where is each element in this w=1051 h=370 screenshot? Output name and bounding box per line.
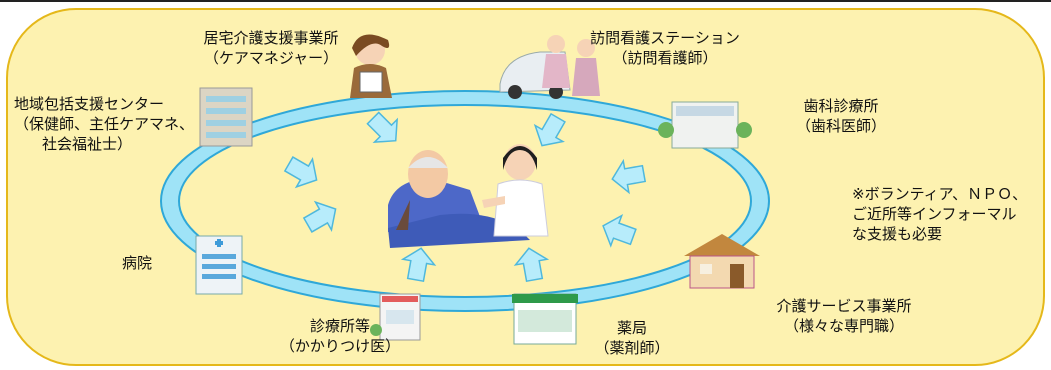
arrow-top-right <box>533 112 566 147</box>
arrow-top-left <box>366 111 399 144</box>
dental-clinic-label: 歯科診療所 （歯科医師） <box>786 96 896 136</box>
home-nursing-label: 訪問看護ステーション （訪問看護師） <box>580 28 750 68</box>
hospital-icon <box>195 235 243 295</box>
community-center-name: 地域包括支援センター <box>14 95 165 113</box>
care-manager-office-name: 居宅介護支援事業所 <box>203 29 339 47</box>
pharmacy-name: 薬局 <box>616 319 647 337</box>
arrow-bottom-left <box>400 247 437 283</box>
house-icon <box>684 234 760 289</box>
hospital-label: 病院 <box>122 253 152 273</box>
community-center-role-2: 社会福祉士） <box>42 135 133 153</box>
care-manager-office-label: 居宅介護支援事業所 （ケアマネジャー） <box>196 28 346 68</box>
arrow-right-lower <box>602 213 637 248</box>
nursing-car-icon <box>499 35 600 99</box>
dental-clinic-name: 歯科診療所 <box>803 97 879 115</box>
pharmacy-icon <box>512 293 578 345</box>
clinic-label: 診療所等 （かかりつけ医） <box>270 316 410 356</box>
care-manager-office-role: （ケアマネジャー） <box>203 49 339 67</box>
note-line-1: ※ボランティア、ＮＰＯ、 <box>852 185 1028 203</box>
pharmacy-role: （薬剤師） <box>594 339 670 357</box>
community-center-label: 地域包括支援センター （保健師、主任ケアマネ、 社会福祉士） <box>14 94 194 154</box>
arrow-right-upper <box>611 158 647 195</box>
clinic-role: （かかりつけ医） <box>279 337 401 355</box>
note-line-3: な支援も必要 <box>852 225 943 243</box>
note-line-2: ご近所等インフォーマル <box>852 205 1017 223</box>
top-rule <box>0 0 1051 2</box>
community-center-role-1: （保健師、主任ケアマネ、 <box>14 115 195 133</box>
pharmacy-label: 薬局 （薬剤師） <box>582 318 682 358</box>
inward-arrows <box>283 111 647 283</box>
arrow-bottom-right <box>513 247 550 283</box>
care-service-office-label: 介護サービス事業所 （様々な専門職） <box>764 296 924 336</box>
care-service-office-role: （様々な専門職） <box>783 317 904 335</box>
care-service-office-name: 介護サービス事業所 <box>776 297 912 315</box>
hospital-name: 病院 <box>122 254 153 272</box>
clinic-icon <box>370 293 421 341</box>
clinic-name: 診療所等 <box>309 317 370 335</box>
home-nursing-name: 訪問看護ステーション <box>590 29 740 47</box>
home-nursing-role: （訪問看護師） <box>612 49 718 67</box>
arrow-left-upper <box>283 156 318 189</box>
care-manager-icon <box>350 34 392 98</box>
doctor-patient-icon <box>388 144 549 248</box>
dental-clinic-role: （歯科医師） <box>795 117 886 135</box>
building-icon <box>199 87 253 147</box>
arrow-left-lower <box>302 200 337 233</box>
dental-building-icon <box>658 101 752 149</box>
informal-support-note: ※ボランティア、ＮＰＯ、 ご近所等インフォーマル な支援も必要 <box>852 184 1027 244</box>
